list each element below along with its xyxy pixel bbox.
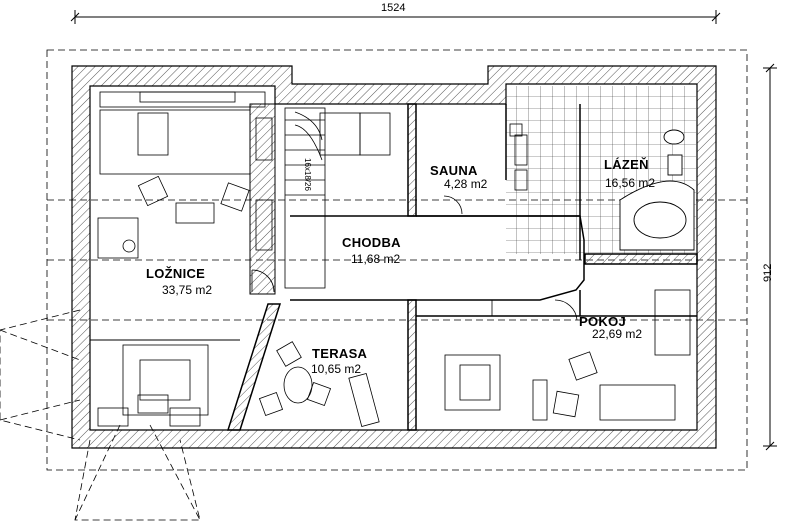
- room-name-lazen: LÁZEŇ: [604, 157, 649, 172]
- room-area-sauna: 4,28 m2: [444, 177, 488, 191]
- terrace-furniture: [258, 341, 380, 427]
- height-dimension-label: 912: [762, 263, 774, 282]
- room-name-sauna: SAUNA: [430, 163, 478, 178]
- sauna-benches: [319, 112, 528, 191]
- room-name-chodba: CHODBA: [342, 235, 401, 250]
- bedroom-furniture: [97, 91, 273, 427]
- bathroom-fixtures: [619, 129, 695, 251]
- room-area-terasa: 10,65 m2: [311, 362, 362, 376]
- room-name-terasa: TERASA: [312, 346, 368, 361]
- interior-walls: [90, 103, 698, 431]
- width-dimension-label: 1524: [381, 2, 406, 14]
- room-area-loznice: 33,75 m2: [162, 283, 213, 297]
- doors: [251, 195, 578, 321]
- stair-spec-label: 16x18/26: [303, 158, 312, 191]
- dimension-width-line: [70, 10, 721, 24]
- room-area-pokoj: 22,69 m2: [592, 327, 643, 341]
- room-area-lazen: 16,56 m2: [605, 176, 656, 190]
- room-name-pokoj: POKOJ: [579, 314, 627, 329]
- staircase: [284, 107, 326, 289]
- dimension-height-line: [763, 63, 777, 451]
- room-area-chodba: 11,68 m2: [351, 252, 401, 266]
- room-name-loznice: LOŽNICE: [146, 266, 206, 281]
- pokoj-furniture: [444, 289, 691, 421]
- exterior-walls: [71, 65, 717, 449]
